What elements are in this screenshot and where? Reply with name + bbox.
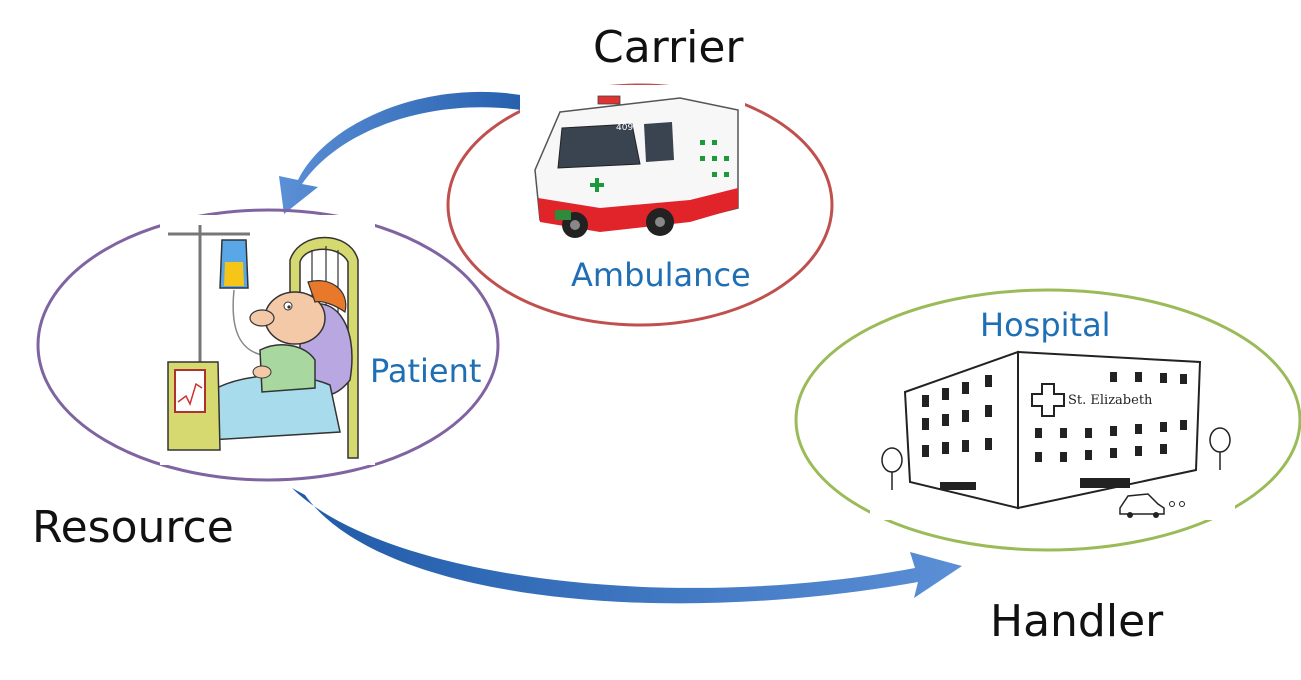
ambulance-plate: 409 xyxy=(616,123,633,133)
hospital-sign: St. Elizabeth xyxy=(1068,393,1153,408)
hospital-image: St. Elizabeth xyxy=(870,345,1235,520)
patient-image xyxy=(160,215,375,465)
resource-ellipse xyxy=(36,208,500,482)
ambulance-image: 409 xyxy=(520,85,745,245)
handler-label: Handler xyxy=(990,596,1164,647)
arrow-resource-to-handler xyxy=(292,488,962,604)
patient-label: Patient xyxy=(370,352,482,390)
carrier-label: Carrier xyxy=(593,22,744,73)
hospital-label: Hospital xyxy=(980,306,1111,344)
ambulance-label: Ambulance xyxy=(571,256,751,294)
handler-ellipse xyxy=(794,288,1301,552)
resource-label: Resource xyxy=(32,502,234,553)
arrow-carrier-to-resource xyxy=(279,91,555,214)
